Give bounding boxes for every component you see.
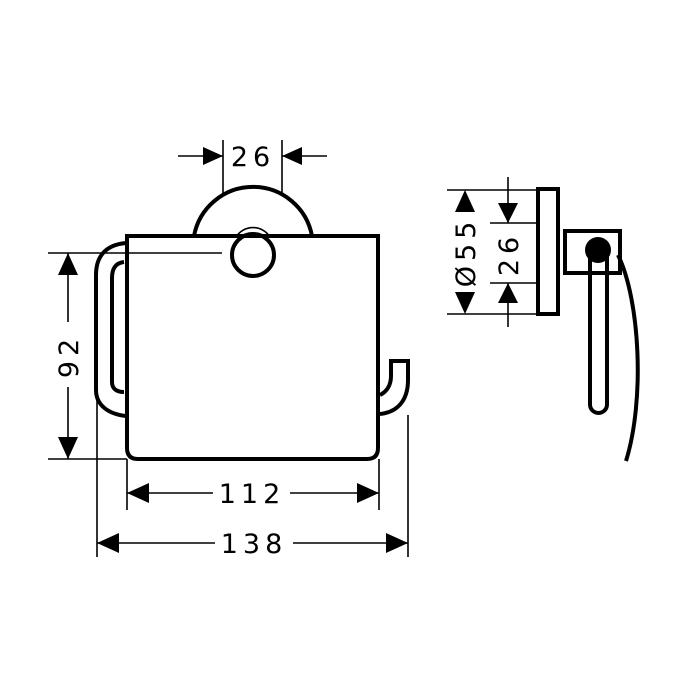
dim-arm-height: 26 [494, 232, 525, 276]
arrow-head [386, 533, 408, 553]
arrow-head [282, 147, 302, 165]
wall-rosette [536, 187, 560, 316]
left-handle-inner [110, 260, 125, 394]
dim-total-width: 138 [221, 529, 288, 560]
right-hook [379, 359, 410, 416]
left-handle-outer [94, 241, 127, 418]
front-view: 26 92 112 138 [48, 140, 410, 560]
arrow-head [127, 483, 149, 503]
dim-rosette-width: 26 [231, 142, 275, 173]
cover-plate [125, 234, 380, 461]
arrow-head [357, 483, 379, 503]
dim-rosette-diameter: Ø55 [451, 217, 482, 288]
arrow-head [498, 283, 518, 303]
dim-cover-width: 112 [219, 479, 286, 510]
arrow-head [58, 437, 78, 459]
arm-pivot [585, 237, 611, 263]
axle-cap-cutout [235, 226, 271, 238]
dim-height: 92 [54, 334, 85, 378]
arrow-head [455, 292, 475, 314]
mount-block [563, 229, 622, 275]
arrow-head [498, 203, 518, 223]
arrow-head [97, 533, 119, 553]
side-view: Ø55 26 [447, 177, 640, 462]
arrow-head [203, 147, 223, 165]
rosette-arc [192, 184, 314, 237]
arrow-head [58, 253, 78, 275]
arrow-head [455, 190, 475, 212]
arm [588, 241, 609, 415]
cover-curve [616, 254, 640, 462]
axle-cap [230, 232, 276, 278]
